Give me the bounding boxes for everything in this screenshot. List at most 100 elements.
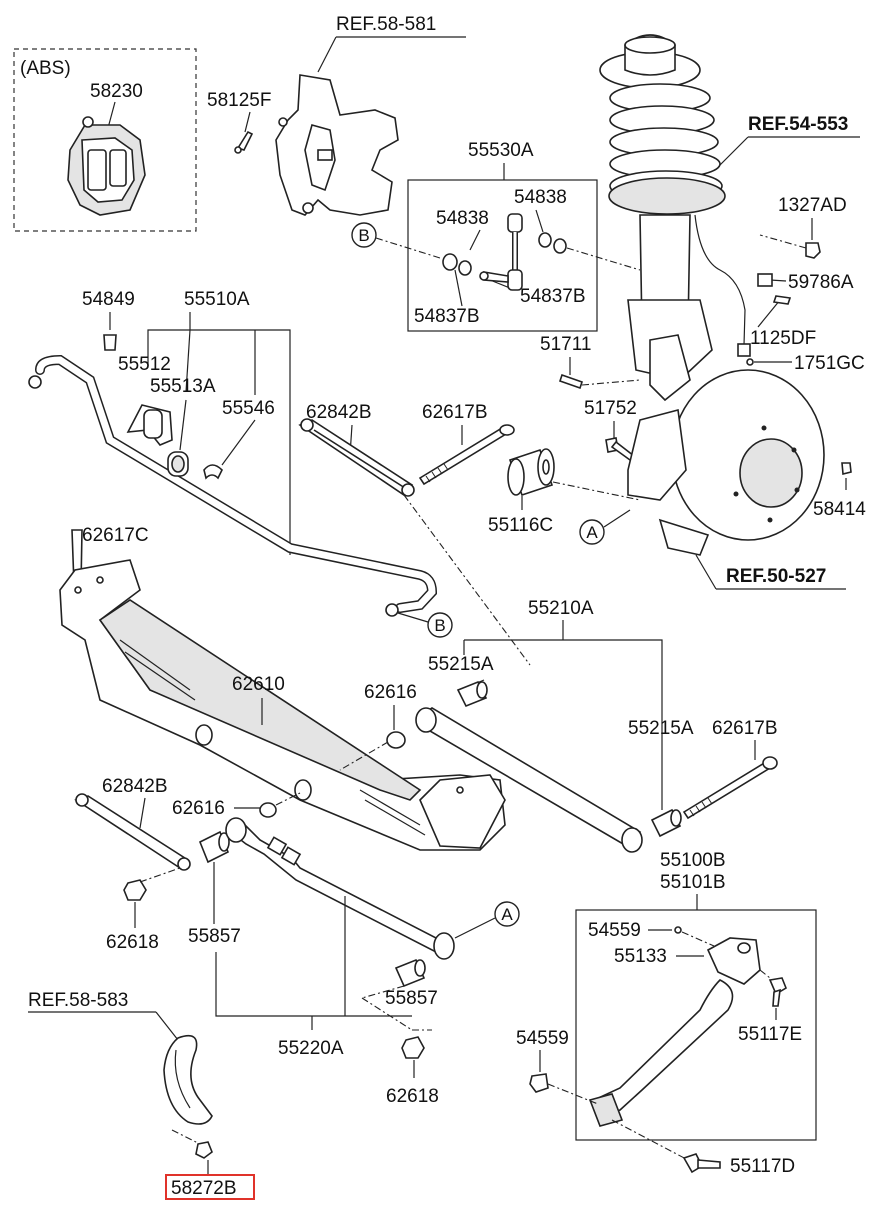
- part-58272B-label[interactable]: 58272B: [171, 1178, 237, 1199]
- abs-caliper-part[interactable]: [67, 116, 146, 216]
- clip-54559-lower[interactable]: [529, 1073, 549, 1093]
- washer-62616-lower[interactable]: [259, 802, 277, 818]
- callout-b-upper: [351, 222, 377, 248]
- part-51711-label[interactable]: 51711: [540, 334, 591, 355]
- bolt-1125DF[interactable]: [772, 295, 792, 305]
- bolt-55117D[interactable]: [682, 1153, 721, 1174]
- arm-55220A-part[interactable]: [225, 817, 455, 960]
- part-62842B-lower-label[interactable]: 62842B: [102, 776, 168, 797]
- part-55530A-label[interactable]: 55530A: [468, 140, 534, 161]
- stabilizer-link-part[interactable]: [479, 213, 523, 291]
- bushing-55215A-right[interactable]: [650, 808, 682, 838]
- part-54849-label[interactable]: 54849: [82, 289, 135, 310]
- part-58414-label[interactable]: 58414: [813, 499, 866, 520]
- part-1327AD-label[interactable]: 1327AD: [778, 195, 847, 216]
- bolt-55117E[interactable]: [768, 977, 787, 1007]
- ref-54-553-label[interactable]: REF.54-553: [748, 114, 848, 135]
- part-55510A-label[interactable]: 55510A: [184, 289, 250, 310]
- nut-62618-left[interactable]: [123, 879, 147, 901]
- bolt-58272B[interactable]: [195, 1141, 213, 1159]
- ref-58-581-label[interactable]: REF.58-581: [336, 14, 436, 35]
- stabilizer-bar-part[interactable]: [28, 354, 438, 617]
- part-1125DF-label[interactable]: 1125DF: [750, 328, 816, 349]
- bushing-55513A[interactable]: [167, 451, 189, 477]
- crossmember-group: 62617C 62610 62616: [59, 525, 506, 851]
- bracket-59786A[interactable]: [757, 273, 773, 287]
- part-55117D-label[interactable]: 55117D: [730, 1156, 795, 1177]
- part-54838-right-label[interactable]: 54838: [514, 187, 567, 208]
- part-55220A-label[interactable]: 55220A: [278, 1038, 344, 1059]
- nut-1327AD[interactable]: [805, 242, 821, 259]
- part-55546-label[interactable]: 55546: [222, 398, 275, 419]
- clamp-55512[interactable]: [126, 404, 173, 446]
- part-55100B-label[interactable]: 55100B: [660, 850, 726, 871]
- part-54838-left-label[interactable]: 54838: [436, 208, 489, 229]
- callout-b-lower: [427, 612, 453, 638]
- part-55215A-left-label[interactable]: 55215A: [428, 654, 494, 675]
- callout-a-upper-text: A: [586, 523, 598, 542]
- part-1751GC-label[interactable]: 1751GC: [794, 353, 865, 374]
- ref-50-527-label[interactable]: REF.50-527: [726, 566, 826, 587]
- callout-a-lower-text: A: [501, 905, 513, 924]
- part-55116C-label[interactable]: 55116C: [488, 515, 553, 536]
- part-62617B-upper-label[interactable]: 62617B: [422, 402, 488, 423]
- part-55210A-label[interactable]: 55210A: [528, 598, 594, 619]
- part-62617B-lower-label[interactable]: 62617B: [712, 718, 778, 739]
- bolt-62617B-upper[interactable]: [418, 424, 515, 486]
- part-55857-right-label[interactable]: 55857: [385, 988, 438, 1009]
- part-55513A-label[interactable]: 55513A: [150, 376, 216, 397]
- arm-62842B-upper[interactable]: [298, 418, 415, 497]
- part-55215A-right-label[interactable]: 55215A: [628, 718, 694, 739]
- clip-54559-upper[interactable]: [674, 926, 682, 934]
- part-55857-left-label[interactable]: 55857: [188, 926, 241, 947]
- ref-58-583-label[interactable]: REF.58-583: [28, 990, 128, 1011]
- part-55101B-label[interactable]: 55101B: [660, 872, 726, 893]
- bushing-55116C[interactable]: [507, 448, 555, 497]
- part-62616-lower-label[interactable]: 62616: [172, 798, 225, 819]
- stabilizer-link-group: 55530A 54838 54838 54837B 54837B B: [351, 140, 641, 332]
- arm-62842B-lower[interactable]: [74, 793, 191, 871]
- part-55512-label[interactable]: 55512: [118, 354, 171, 375]
- washer-62616-upper[interactable]: [386, 731, 406, 749]
- part-54559-upper-label[interactable]: 54559: [588, 920, 641, 941]
- stabilizer-bar-group: 54849 55510A 55512 55513A 55546 B: [28, 289, 453, 638]
- bolt-62617B-lower[interactable]: [682, 756, 778, 820]
- part-58230-label[interactable]: 58230: [90, 81, 143, 102]
- nut-58414[interactable]: [841, 462, 852, 476]
- caliper-bracket-part[interactable]: [275, 74, 399, 216]
- bracket-assembly-group: 55100B 55101B 54559 55133 55117E 54559: [516, 850, 817, 1177]
- part-54559-lower-label[interactable]: 54559: [516, 1028, 569, 1049]
- part-62616-upper-label[interactable]: 62616: [364, 682, 417, 703]
- part-51752-label[interactable]: 51752: [584, 398, 637, 419]
- part-54837B-right-label[interactable]: 54837B: [520, 286, 586, 307]
- part-59786A-label[interactable]: 59786A: [788, 272, 854, 293]
- bushing-55857-right[interactable]: [394, 958, 426, 988]
- part-62842B-upper-label[interactable]: 62842B: [306, 402, 372, 423]
- shield-part[interactable]: [163, 1034, 213, 1125]
- part-55133-label[interactable]: 55133: [614, 946, 667, 967]
- strut-assembly-part[interactable]: [599, 34, 751, 402]
- bracket-55133-part[interactable]: [588, 937, 761, 1127]
- arm-55210A-part[interactable]: [415, 707, 643, 853]
- crossmember-62610-part[interactable]: [59, 559, 506, 851]
- part-62610-label[interactable]: 62610: [232, 674, 285, 695]
- part-62618-right-label[interactable]: 62618: [386, 1086, 439, 1107]
- callout-a-lower: [494, 901, 520, 927]
- bolt-54849[interactable]: [103, 334, 117, 351]
- bolt-51711[interactable]: [558, 373, 584, 390]
- washers[interactable]: [442, 232, 567, 276]
- clip-55546[interactable]: [203, 464, 223, 480]
- bushing-55215A-left[interactable]: [456, 680, 488, 708]
- hub-disc-part[interactable]: [627, 369, 825, 556]
- part-62617C-label[interactable]: 62617C: [82, 525, 149, 546]
- bolt-51752[interactable]: [605, 437, 636, 462]
- part-58125F-label[interactable]: 58125F: [207, 90, 271, 111]
- bushing-55857-left[interactable]: [198, 830, 230, 864]
- part-55117E-label[interactable]: 55117E: [738, 1024, 802, 1045]
- part-62618-left-label[interactable]: 62618: [106, 932, 159, 953]
- clip-1751GC[interactable]: [746, 358, 754, 366]
- callout-b-upper-text: B: [358, 226, 369, 245]
- part-54837B-left-label[interactable]: 54837B: [414, 306, 480, 327]
- nut-62618-right[interactable]: [401, 1036, 425, 1059]
- bolt-58125F[interactable]: [234, 130, 254, 154]
